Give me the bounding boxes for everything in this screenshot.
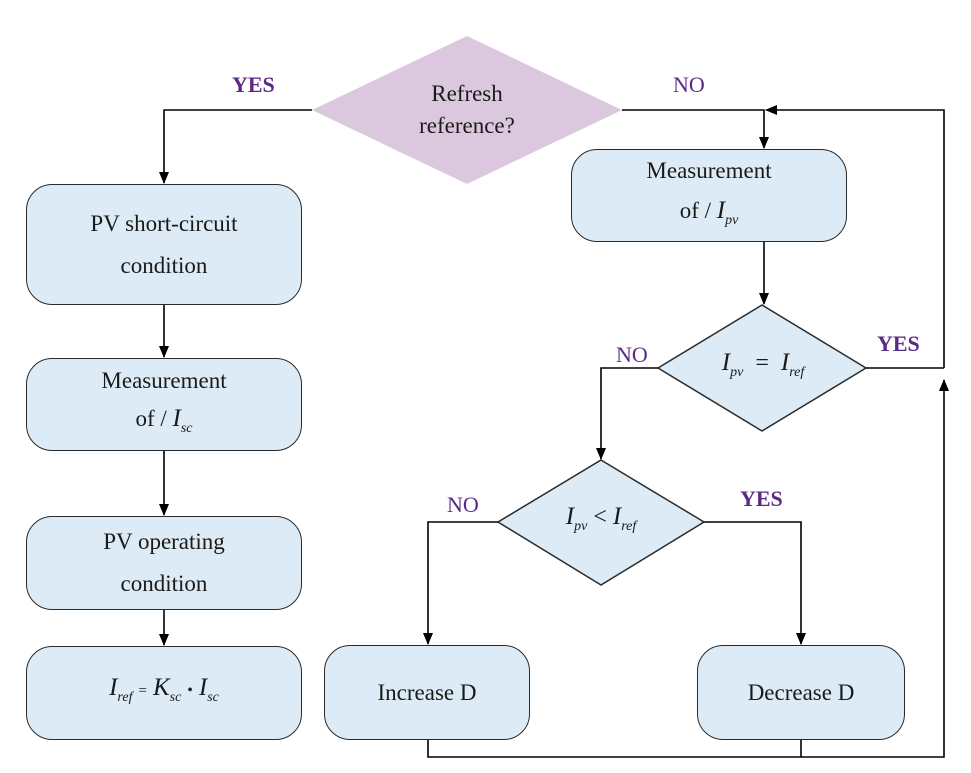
bottom-return-connector <box>427 379 949 758</box>
short-circuit-line1: PV short-circuit <box>90 210 238 236</box>
decrease-label: Decrease D <box>747 679 855 705</box>
equal-yes-label: YES <box>877 331 920 356</box>
less-operator: < <box>593 504 607 530</box>
less-rhs-sub: ref <box>621 519 637 534</box>
formula-iref-var: I <box>109 674 118 701</box>
refresh-line1: Refresh <box>431 81 503 106</box>
refresh-no-connector <box>622 109 769 149</box>
less-decision-diamond <box>496 459 706 586</box>
equal-lhs-sub: pv <box>730 365 744 380</box>
formula-k-sub: sc <box>169 690 182 705</box>
equal-decision-diamond <box>656 304 868 432</box>
iref-formula: Iref = Ksc • Isc <box>109 667 219 719</box>
increase-label: Increase D <box>377 679 477 705</box>
equal-operator: = <box>755 350 769 376</box>
less-no-connector <box>423 521 498 645</box>
less-rhs-var: I <box>612 503 622 530</box>
loop-return-connector <box>765 105 945 368</box>
refresh-no-label: NO <box>673 72 705 97</box>
formula-equals: = <box>138 683 147 699</box>
equal-decision-text: Ipv = Iref <box>680 345 846 391</box>
equal-rhs-sub: ref <box>789 365 805 380</box>
measure-pv-line1: Measurement <box>646 157 772 183</box>
decrease-d-box: Decrease D <box>697 645 905 740</box>
formula-isc-sub: sc <box>207 690 219 705</box>
formula-isc-var: I <box>198 674 208 701</box>
refresh-yes-connector <box>159 109 312 184</box>
measure-sc-line1: Measurement <box>101 367 227 393</box>
measurement-ipv-box: Measurement of / Ipv <box>571 149 847 242</box>
measurement-isc-box: Measurement of / Isc <box>26 358 302 451</box>
short-circuit-line2: condition <box>120 252 208 278</box>
operating-line1: PV operating <box>103 529 225 554</box>
measure-sc-prefix: of / <box>135 405 173 431</box>
equal-no-connector <box>596 367 658 460</box>
refresh-decision-text: Refresh reference? <box>392 78 542 142</box>
less-lhs-var: I <box>565 503 575 530</box>
formula-iref-sub: ref <box>117 690 133 705</box>
refresh-decision-diamond <box>312 36 622 184</box>
operating-line2: condition <box>120 571 208 596</box>
measure-sc-line2: of / Isc <box>135 400 192 448</box>
less-expression: Ipv < Iref <box>566 501 636 543</box>
equal-expression: Ipv = Iref <box>722 347 804 389</box>
less-yes-label: YES <box>740 486 783 511</box>
refresh-line2: reference? <box>419 113 515 138</box>
formula-k-var: K <box>152 674 170 701</box>
increase-d-box: Increase D <box>324 645 530 740</box>
equal-no-label: NO <box>616 342 648 367</box>
measure-pv-sub: pv <box>725 212 739 228</box>
measure-sc-var: I <box>172 404 181 432</box>
formula-dot: • <box>187 682 193 699</box>
iref-formula-box: Iref = Ksc • Isc <box>26 646 302 740</box>
equal-lhs-var: I <box>721 349 731 376</box>
measure-pv-var: I <box>716 196 726 224</box>
measure-pv-prefix: of / <box>679 197 717 223</box>
less-no-label: NO <box>447 492 479 517</box>
pv-short-circuit-box: PV short-circuit condition <box>26 184 302 305</box>
measure-sc-sub: sc <box>180 420 193 436</box>
less-lhs-sub: pv <box>574 519 588 534</box>
measure-pv-line2: of / Ipv <box>680 191 739 241</box>
pv-operating-box: PV operating condition <box>26 516 302 610</box>
equal-rhs-var: I <box>780 349 790 376</box>
less-decision-text: Ipv < Iref <box>526 500 676 544</box>
less-yes-connector <box>704 521 806 645</box>
refresh-yes-label: YES <box>232 72 275 97</box>
